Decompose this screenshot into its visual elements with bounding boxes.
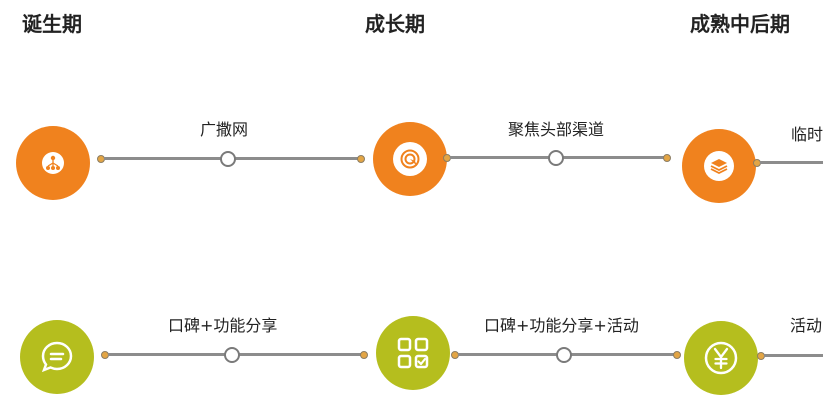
segment2-end-dot: [663, 154, 671, 162]
grid-check-icon: [395, 335, 431, 371]
chat-icon: [37, 337, 77, 377]
segment3-line: [760, 161, 823, 164]
stage3-green-circle: [684, 321, 758, 395]
segment1-end-dot: [357, 155, 365, 163]
stage-title-birth: 诞生期: [22, 12, 82, 36]
segment1-mid-node: [220, 151, 236, 167]
stage1-orange-circle: [16, 126, 90, 200]
segment4-end-dot: [360, 351, 368, 359]
segment5-mid-node: [556, 347, 572, 363]
yen-icon: [701, 338, 741, 378]
target-icon: [393, 142, 427, 176]
segment5-label: 口碑+功能分享+活动: [484, 316, 639, 335]
stage3-orange-circle: [682, 129, 756, 203]
network-icon: [39, 149, 67, 177]
segment2-label: 聚焦头部渠道: [508, 120, 605, 139]
stage-title-mature: 成熟中后期: [690, 12, 790, 36]
segment5-end-dot: [673, 351, 681, 359]
segment3-label: 临时: [791, 125, 823, 144]
segment4-mid-node: [224, 347, 240, 363]
layers-icon: [704, 151, 734, 181]
segment2-mid-node: [548, 150, 564, 166]
segment6-label: 活动: [790, 316, 823, 335]
stage2-orange-circle: [373, 122, 447, 196]
segment4-label: 口碑+功能分享: [168, 316, 278, 335]
stage1-green-circle: [20, 320, 94, 394]
segment1-label: 广撒网: [200, 120, 249, 139]
stage-title-growth: 成长期: [365, 12, 425, 36]
stage2-green-circle: [376, 316, 450, 390]
segment6-line: [764, 354, 823, 357]
